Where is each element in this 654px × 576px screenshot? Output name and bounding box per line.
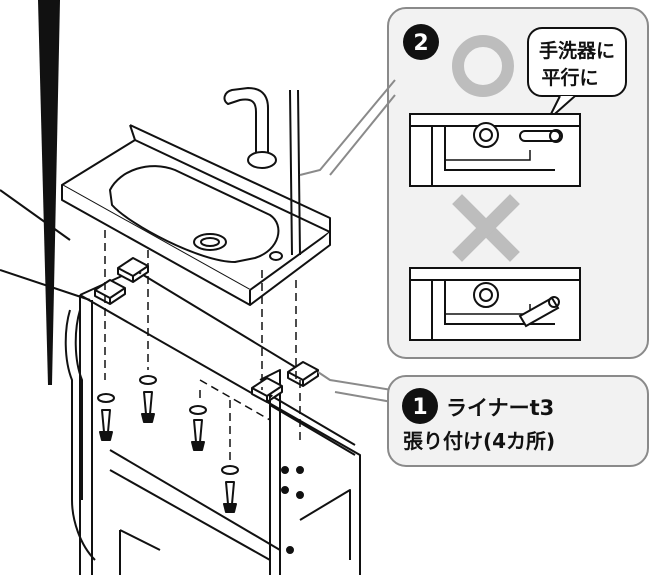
step1-panel-frame — [387, 375, 649, 467]
step1-leader — [317, 371, 393, 391]
step2-leader — [299, 79, 396, 176]
screw-set — [97, 375, 239, 513]
parallel-callout: 手洗器に 平行に — [527, 27, 627, 121]
step1-number-badge: 1 — [402, 388, 438, 424]
step1-panel: 1 ライナーt3 張り付け(4カ所) — [317, 371, 649, 467]
correct-detail-image — [409, 113, 581, 187]
wrong-detail-image — [409, 267, 581, 341]
step2-number-badge: 2 — [403, 24, 439, 60]
circle-ok-icon — [452, 35, 514, 97]
step2-panel: 2 手洗器に 平行に — [299, 7, 649, 359]
step1-line1: ライナーt3 — [446, 396, 554, 420]
washbasin-cabinet-illustration — [0, 87, 361, 575]
step2-number: 2 — [413, 31, 428, 56]
step1-number: 1 — [412, 395, 427, 420]
cross-ng-icon — [452, 194, 520, 262]
step1-line2: 張り付け(4カ所) — [403, 429, 555, 453]
callout-line2: 平行に — [541, 66, 598, 89]
callout-line1: 手洗器に — [539, 39, 615, 62]
left-leader-wedge — [38, 0, 60, 385]
